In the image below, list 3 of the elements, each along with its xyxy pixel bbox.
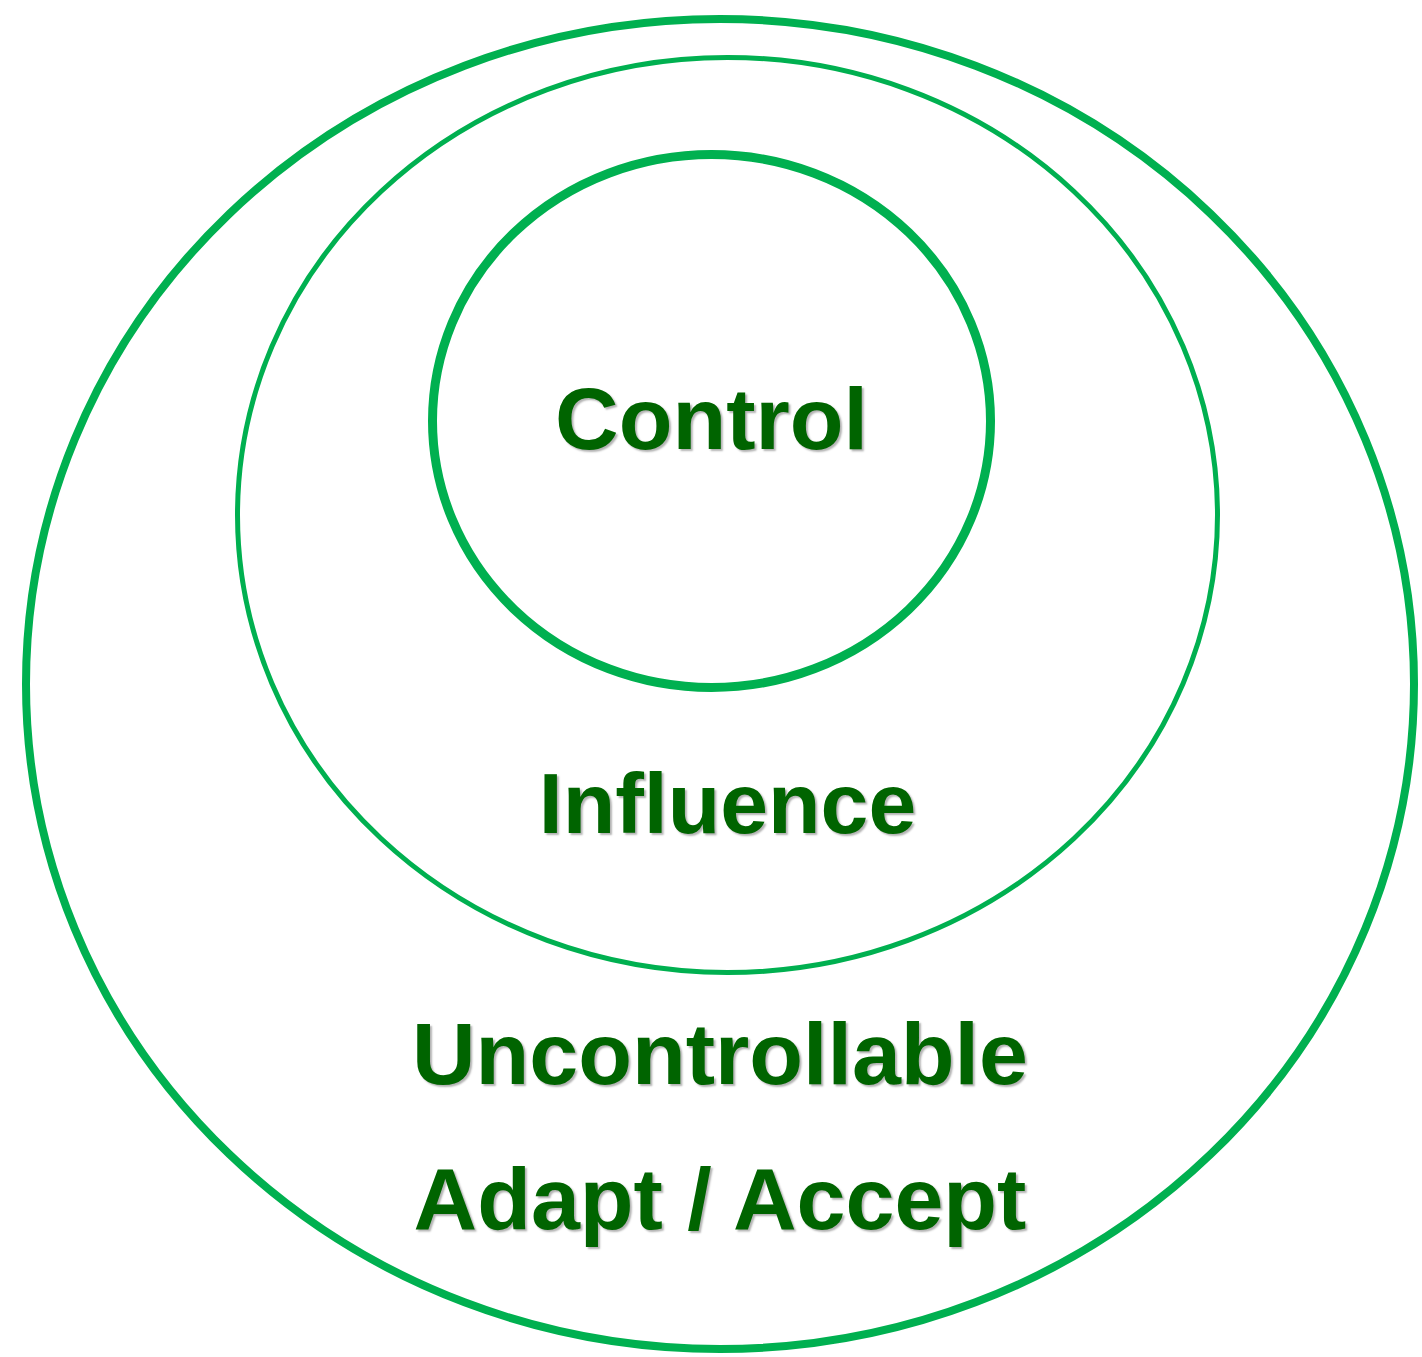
circle-label: Influence [538,760,917,846]
circle-label: Uncontrollable [411,1010,1028,1098]
circle-label: Control [555,375,868,463]
